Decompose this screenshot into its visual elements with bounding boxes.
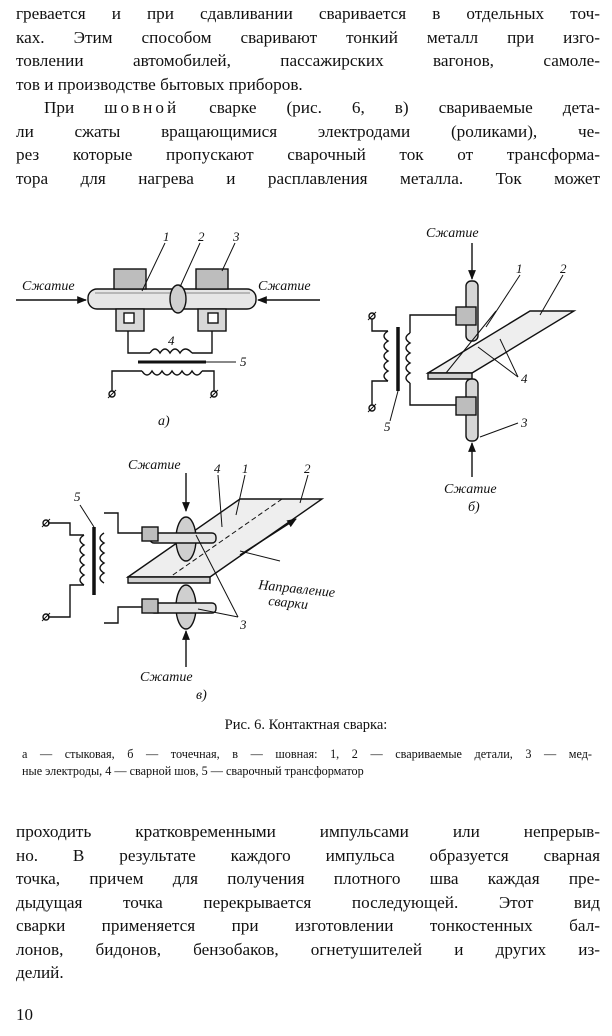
text-lead: При [44,98,105,117]
label-direction-line2: сварки [268,594,309,613]
label-number: 5 [240,354,247,369]
label-compression-a-left: Сжатие [22,279,75,294]
text-line: тора для нагрева и расплавления металла.… [16,168,600,188]
text-line: тов и производстве бытовых приборов. [16,74,303,94]
paragraph-top: гревается и при сдавливании сваривается … [16,2,600,96]
text-line: сварки применяется при изготовлении тонк… [16,916,600,935]
label-number: 1 [163,229,170,244]
text-line: гревается и при сдавливании сваривается … [16,4,600,23]
diagram-c-seam-welding [41,473,325,667]
caption-a: а) [158,414,170,429]
figure-drawing: Сжатие Сжатие 1 2 3 4 5 а) [16,226,577,703]
text-line: ли сжаты вращающимися электродами (ролик… [16,121,600,141]
paragraph-seam-welding: При шовной сварке (рис. 6, в) свариваемы… [16,96,600,190]
caption-b: б) [468,500,480,515]
label-compression-c-top: Сжатие [128,458,181,473]
label-number: 2 [304,461,311,476]
figure-contact-welding: Сжатие Сжатие 1 2 3 4 5 а) [0,215,612,715]
text-line: проходить кратковременными импульсами ил… [16,822,600,841]
text-line: дыдущая точка перекрывается последующей.… [16,892,600,912]
label-number: 4 [214,461,221,476]
spaced-term: шовной [104,98,180,117]
text-line: товлении автомобилей, пассажирских вагон… [16,51,600,70]
label-compression-b-top: Сжатие [426,226,479,241]
caption-c: в) [196,688,207,703]
label-compression-a-right: Сжатие [258,279,311,294]
diagram-a-butt-welding [16,242,320,399]
label-number: 5 [74,489,81,504]
text-line: но. В результате каждого импульса образу… [16,845,600,865]
legend-line: а — стыковая, б — точечная, в — шовная: … [22,747,592,761]
label-number: 3 [239,617,247,632]
label-number: 5 [384,419,391,434]
label-number: 1 [242,461,249,476]
text-line: ках. Этим способом сваривают тонкий мета… [16,27,600,47]
page-number: 10 [16,1005,33,1024]
text-line: делий. [16,963,64,982]
text-line: точка, причем для получения плотного шва… [16,869,600,888]
label-compression-b-bottom: Сжатие [444,482,497,497]
legend-line: ные электроды, 4 — сварной шов, 5 — свар… [22,764,364,778]
paragraph-bottom: проходить кратковременными импульсами ил… [16,820,600,985]
label-number: 2 [198,229,205,244]
label-number: 3 [232,229,240,244]
text-line: При шовной сварке (рис. 6, в) свариваемы… [16,96,600,120]
label-number: 1 [516,261,523,276]
label-number: 4 [521,371,528,386]
label-number: 2 [560,261,567,276]
label-number: 4 [168,333,175,348]
text-line: рез которые пропускают сварочный ток от … [16,145,600,164]
text-rest: сварке (рис. 6, в) свариваемые детa- [179,98,600,117]
text-line: лонов, бидонов, бензобаков, огнетушителе… [16,939,600,959]
label-number: 3 [520,415,528,430]
label-compression-c-bottom: Сжатие [140,670,193,685]
figure-caption-title: Рис. 6. Контактная сварка: [224,717,388,733]
figure-caption-legend: а — стыковая, б — точечная, в — шовная: … [22,746,592,780]
diagram-b-spot-welding [367,243,577,477]
